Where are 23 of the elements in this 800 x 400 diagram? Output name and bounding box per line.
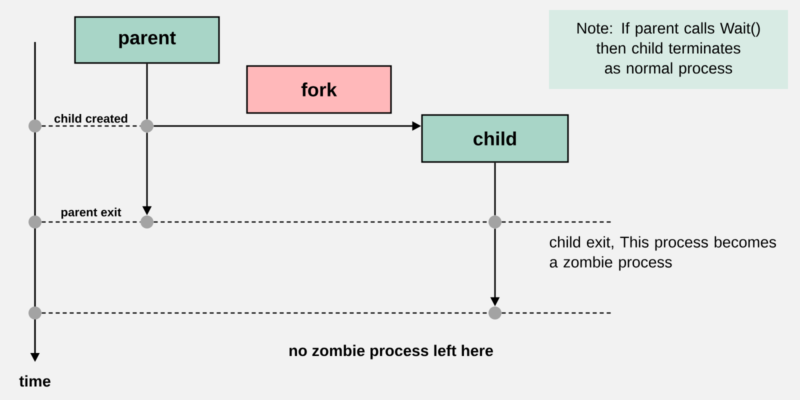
connector-line	[494, 162, 496, 216]
fork-box: fork	[246, 65, 392, 114]
timeline-dot	[28, 306, 42, 320]
note-box: Note: If parent calls Wait() then child terminates as normal process	[549, 10, 788, 89]
axis-label: time	[19, 375, 50, 387]
timeline-dot	[488, 306, 502, 320]
note-text: no zombie process left here	[290, 344, 493, 360]
edge-label: parent exit	[60, 206, 122, 220]
connector-line	[42, 221, 140, 223]
process-box: parent	[74, 16, 220, 64]
connector-line	[146, 64, 148, 120]
process-box: child	[421, 114, 569, 163]
timeline-dot	[488, 216, 502, 228]
connector-line	[502, 221, 612, 223]
timeline-dot	[140, 120, 154, 132]
connector-line	[154, 221, 488, 223]
timeline-dot	[28, 120, 42, 132]
timeline-dot	[140, 216, 154, 228]
timeline-dot	[28, 216, 42, 228]
connector-line	[42, 125, 140, 127]
connector-line	[502, 312, 612, 314]
annotation-text: child exit, This process becomes a zombie process	[550, 236, 776, 271]
connector-line	[42, 312, 488, 314]
